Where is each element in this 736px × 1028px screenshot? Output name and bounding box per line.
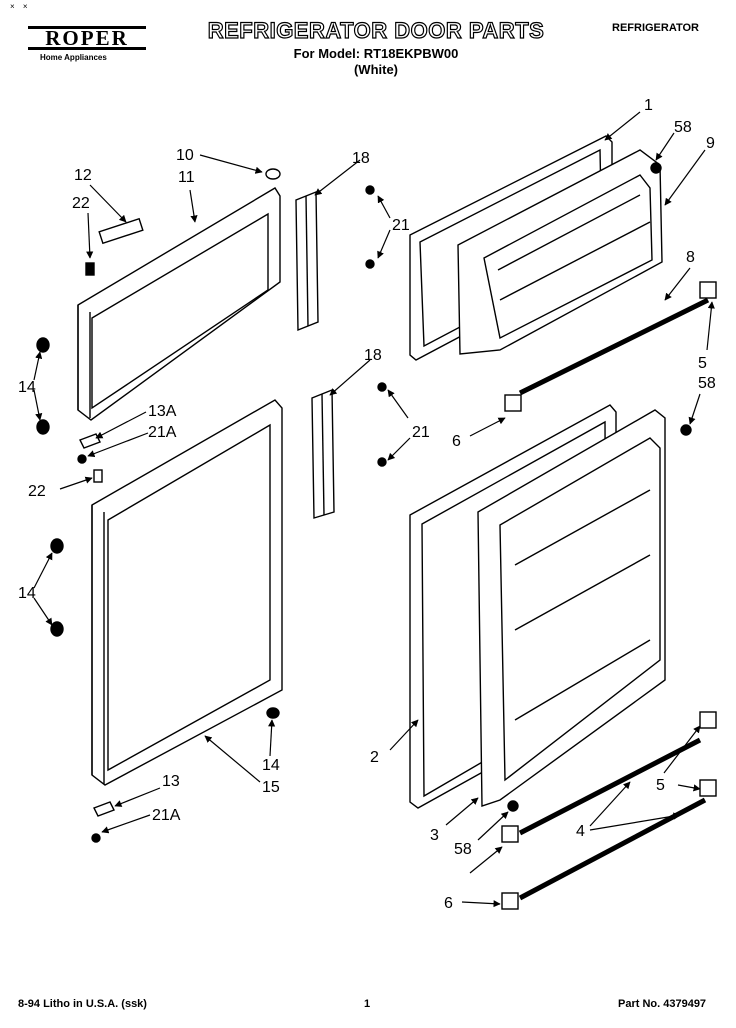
end-cap-6-b	[501, 892, 519, 910]
litho-note: 8-94 Litho in U.S.A. (ssk)	[18, 998, 147, 1010]
screw-21-d	[377, 457, 387, 467]
callout-18: 18	[352, 150, 370, 167]
upper-inner-door-panel	[77, 187, 281, 421]
category-label: REFRIGERATOR	[612, 22, 699, 34]
screw-21A-upper	[77, 454, 87, 464]
leader-lines	[33, 111, 715, 908]
screw-22-upper	[85, 262, 95, 276]
callout-14: 14	[18, 585, 36, 602]
callout-2: 2	[370, 749, 379, 766]
callout-58: 58	[698, 375, 716, 392]
plug-button-14d	[50, 621, 64, 637]
screw-21-c	[377, 382, 387, 392]
hinge-13	[93, 801, 115, 817]
page-title: REFRIGERATOR DOOR PARTS	[207, 17, 545, 43]
plug-button-14a	[36, 337, 50, 353]
lower-shelf-bar-b	[518, 797, 707, 901]
upper-shelf-bar	[518, 297, 710, 396]
callout-21: 21	[392, 217, 410, 234]
screw-22-lower	[93, 469, 103, 483]
callout-58: 58	[454, 841, 472, 858]
plug-button-10	[265, 168, 281, 180]
callout-22: 22	[72, 195, 90, 212]
lower-shelf-bar-a	[518, 737, 702, 836]
brand-tagline: Home Appliances	[40, 53, 107, 62]
callout-5: 5	[656, 777, 665, 794]
screw-21A-lower	[91, 833, 101, 843]
corner-marks: × ×	[10, 2, 31, 11]
callout-14: 14	[262, 757, 280, 774]
callout-21: 21	[412, 424, 430, 441]
callout-58: 58	[674, 119, 692, 136]
end-cap-5-b	[699, 779, 717, 797]
color-variant: (White)	[353, 62, 399, 77]
page-number: 1	[364, 998, 371, 1010]
callout-9: 9	[706, 135, 715, 152]
part-number: Part No. 4379497	[618, 998, 707, 1010]
callout-10: 10	[176, 147, 194, 164]
callout-14: 14	[18, 379, 36, 396]
callout-4: 4	[576, 823, 585, 840]
callout-13: 13	[162, 773, 180, 790]
callout-18: 18	[364, 347, 382, 364]
end-cap-5-upper	[699, 281, 717, 299]
callout-21A: 21A	[152, 807, 181, 824]
callout-15: 15	[262, 779, 280, 796]
callout-21A: 21A	[148, 424, 177, 441]
label-part-12	[98, 217, 144, 245]
screw-58-mid	[680, 424, 692, 436]
callout-11: 11	[178, 169, 195, 186]
lower-door-liner	[477, 409, 666, 807]
callout-13A: 13A	[148, 403, 177, 420]
upper-door-liner	[457, 149, 663, 355]
screw-58-lower	[507, 800, 519, 812]
brand-name: ROPER	[28, 26, 146, 50]
lower-inner-door-panel	[91, 399, 283, 786]
callout-8: 8	[686, 249, 695, 266]
plug-button-14c	[50, 538, 64, 554]
callout-12: 12	[74, 167, 92, 184]
screw-21-a	[365, 185, 375, 195]
callout-22: 22	[28, 483, 46, 500]
plug-button-14b	[36, 419, 50, 435]
model-number: For Model: RT18EKPBW00	[293, 46, 459, 61]
hinge-13A	[79, 433, 101, 449]
roper-logo: ROPER Home Appliances	[28, 26, 146, 66]
callout-5: 5	[698, 355, 707, 372]
plug-button-14e	[266, 707, 280, 719]
callout-6: 6	[444, 895, 453, 912]
end-cap-6-upper	[504, 394, 522, 412]
end-cap-6-a	[501, 825, 519, 843]
upper-hinge-channel	[295, 190, 319, 332]
callout-labels: 1 58 9 10 11 12 18 21 22 14 13A 21A 22 8…	[18, 97, 716, 912]
callout-3: 3	[430, 827, 439, 844]
screw-21-b	[365, 259, 375, 269]
end-cap-5-a	[699, 711, 717, 729]
callout-1: 1	[644, 97, 653, 114]
callout-6: 6	[452, 433, 461, 450]
screw-58-upper	[650, 162, 662, 174]
lower-hinge-channel	[311, 388, 335, 519]
